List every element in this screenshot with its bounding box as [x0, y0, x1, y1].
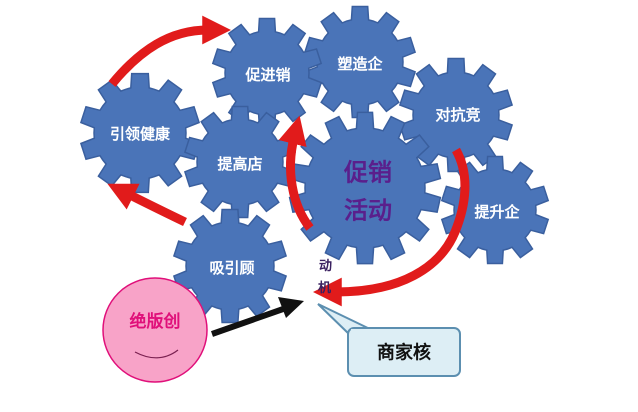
pink-stamp: 绝版创	[102, 277, 208, 383]
gear-label-promote-sales: 促进销	[244, 66, 290, 84]
gear-improve-store: 提高店	[183, 105, 297, 219]
gear-promote-sales: 促进销	[211, 17, 323, 129]
gear-label-improve-store: 提高店	[217, 155, 262, 173]
gear-label-attract-customers: 吸引顾	[209, 259, 254, 277]
gear-counter-competition: 对抗竞	[398, 57, 514, 173]
stamp-circle	[102, 277, 208, 383]
arrow-to-improve-store	[278, 115, 314, 231]
stamp-text: 绝版创	[130, 311, 181, 332]
gear-label-guide-health: 引领健康	[110, 125, 171, 143]
gear-label-shape-enterprise: 塑造企	[337, 55, 383, 73]
gear-label-raise-enterprise: 提升企	[474, 203, 520, 221]
arrow-ring-return	[312, 147, 470, 307]
gear-label-counter-competition: 对抗竞	[435, 106, 480, 124]
merchant-callout: 商家核	[317, 303, 461, 377]
motive-label-line1: 动	[319, 259, 332, 274]
black-arrowhead	[278, 297, 304, 318]
black-arrow	[211, 305, 287, 337]
arrow-to-promote-sales	[108, 15, 232, 87]
motive-label-line2: 机	[318, 280, 331, 296]
stamp-smile	[134, 349, 179, 359]
center-label-line1: 促销	[343, 158, 392, 187]
gear-guide-health: 引领健康	[79, 72, 201, 194]
center-label-line2: 活动	[344, 196, 392, 225]
gear-attract-customers: 吸引顾	[172, 208, 288, 324]
gear-center-promotion: 促销 活动	[288, 111, 442, 265]
merchant-callout-text: 商家核	[377, 342, 431, 364]
arrow-to-guide-health	[107, 183, 187, 227]
gear-shape-enterprise: 塑造企	[303, 5, 417, 119]
